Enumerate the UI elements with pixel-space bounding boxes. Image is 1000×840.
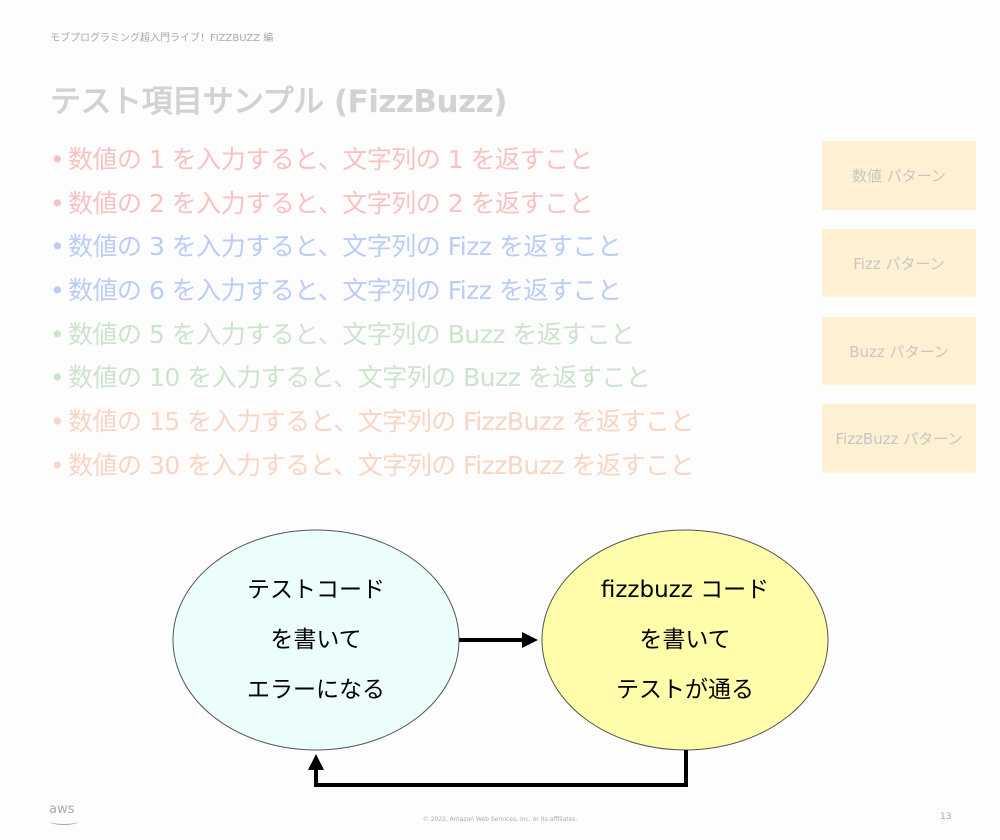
fizzbuzz-code-label: fizzbuzz コード を書いて テストが通る [565,565,805,715]
copyright: © 2022, Amazon Web Services, Inc. or its… [422,816,578,823]
page-title: テスト項目サンプル (FizzBuzz) [50,84,507,120]
list-item: •数値の 2 を入力すると、文字列の 2 を返すこと [50,188,594,218]
list-item-text: 数値の 10 を入力すると、文字列の Buzz を返すこと [68,363,651,393]
list-item: •数値の 5 を入力すると、文字列の Buzz を返すこと [50,319,635,349]
list-item-text: 数値の 15 を入力すると、文字列の FizzBuzz を返すこと [68,407,695,437]
list-item-text: 数値の 2 を入力すると、文字列の 2 を返すこと [68,188,594,218]
list-item: •数値の 30 を入力すると、文字列の FizzBuzz を返すこと [50,450,695,480]
list-item-text: 数値の 6 を入力すると、文字列の Fizz を返すこと [68,276,622,306]
test-item-list: •数値の 1 を入力すると、文字列の 1 を返すこと •数値の 2 を入力すると… [50,142,695,492]
label-line: を書いて [639,627,731,653]
label-line: を書いて [270,627,362,653]
list-item-text: 数値の 30 を入力すると、文字列の FizzBuzz を返すこと [68,450,695,480]
list-item-text: 数値の 1 を入力すると、文字列の 1 を返すこと [68,145,594,174]
deck-subtitle: モブプログラミング超入門ライブ！FIZZBUZZ 編 [50,33,274,44]
list-item: •数値の 10 を入力すると、文字列の Buzz を返すこと [50,363,651,393]
test-code-label: テストコード を書いて エラーになる [196,565,436,715]
pattern-box-number: 数値 パターン [822,141,976,210]
aws-logo: aws [49,802,75,817]
list-item: •数値の 3 を入力すると、文字列の Fizz を返すこと [50,232,622,262]
return-arrow [308,750,688,787]
pattern-box-fizz: Fizz パターン [822,229,976,297]
pattern-box-buzz: Buzz パターン [822,317,976,385]
list-item-text: 数値の 5 を入力すると、文字列の Buzz を返すこと [68,319,635,349]
label-line: テストコード [247,577,385,603]
page-number: 13 [940,812,952,822]
list-item: •数値の 6 を入力すると、文字列の Fizz を返すこと [50,276,622,306]
list-item: •数値の 15 を入力すると、文字列の FizzBuzz を返すこと [50,407,695,437]
label-line: fizzbuzz コード [600,577,770,603]
label-line: エラーになる [247,677,385,703]
label-line: テストが通る [616,677,754,703]
list-item-text: 数値の 3 を入力すると、文字列の Fizz を返すこと [68,232,622,262]
list-item: •数値の 1 を入力すると、文字列の 1 を返すこと [50,145,594,174]
pattern-box-fizzbuzz: FizzBuzz パターン [822,404,976,473]
